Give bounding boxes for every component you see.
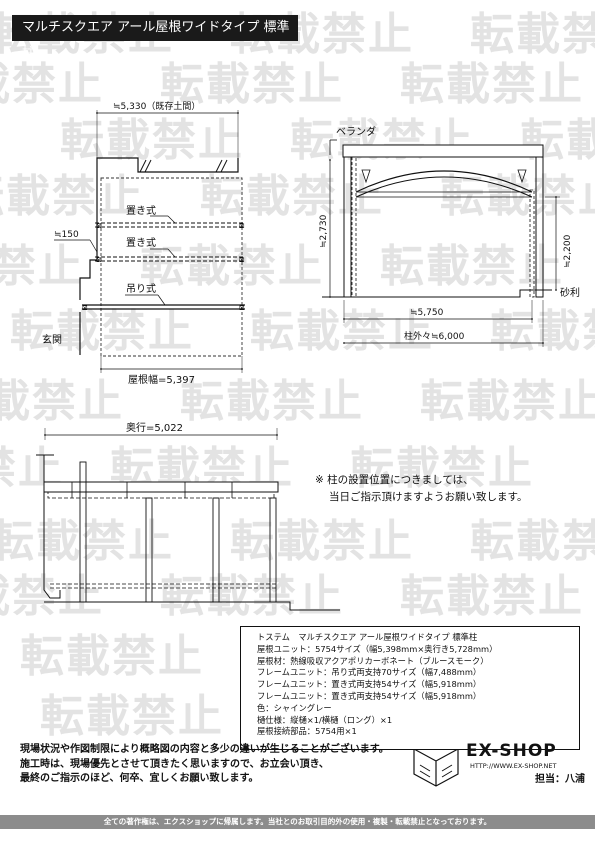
disclaimer-line: 現場状況や作図制限により概略図の内容と多少の違いが生じることがございます。 <box>20 744 389 755</box>
leader-line <box>157 294 166 306</box>
spec-line: フレームユニット：置き式両支持54サイズ（幅5,918mm） <box>257 679 482 690</box>
dim-offset-line <box>89 239 98 253</box>
veranda-beam <box>342 144 544 158</box>
label-gravel: 砂利 <box>560 286 580 299</box>
side-roof-frame <box>47 491 275 499</box>
side-post <box>212 497 220 603</box>
person-in-charge: 担当：八浦 <box>535 774 585 785</box>
side-post <box>145 497 153 603</box>
drawing-title: マルチスクエア アール屋根ワイドタイプ 標準柱 <box>12 15 298 61</box>
spec-box: トステム マルチスクエア アール屋根ワイドタイプ 標準柱 屋根ユニット：5754… <box>240 626 580 750</box>
brand-name: EX-SHOP <box>466 741 557 761</box>
side-view: 奥行=5,022 <box>36 421 340 611</box>
right-post <box>535 156 544 298</box>
dim-height-right: ≒2,200 <box>563 234 573 268</box>
leader-line <box>167 248 176 258</box>
side-wall <box>43 455 61 599</box>
label-veranda: ベランダ <box>336 125 376 138</box>
dim-roof-width-label: 屋根幅=5,397 <box>128 373 195 386</box>
ground-line <box>322 289 552 298</box>
post-position-note: ※ 柱の設置位置につきましては、 当日ご指示頂けますようお願い致します。 <box>315 472 527 506</box>
disclaimer-line: 施工時は、現場優先とさせて頂きたく思いますので、お立会い頂き、 <box>20 758 329 770</box>
spec-line: 色：シャイングレー <box>257 702 332 713</box>
post-mark: ⊠ <box>96 256 102 264</box>
spec-line: 屋根材：熱線吸収アクアポリカーボネート（ブルースモーク） <box>257 655 489 666</box>
copyright-footer: 全ての著作権は、エクスショップに帰属します。当社とのお取引目的外の使用・複製・転… <box>0 815 595 829</box>
disclaimer-line: 最終のご指示のほど、何卒、宜しくお願い致します。 <box>20 773 259 784</box>
plan-view: ⊠ ⊠ ⊠ ⊠ ⊠ ⊠ 置き式 置き式 吊り式 ≒5,330（既存土間） ≒15… <box>42 100 245 386</box>
spec-line: 屋根接続部品：5754用×1 <box>257 726 357 737</box>
dim-top-label: ≒5,330（既存土間） <box>113 100 200 112</box>
disclaimer: 現場状況や作図制限により概略図の内容と多少の違いが生じることがございます。 施工… <box>20 743 389 787</box>
arch-roof-inner <box>355 176 533 198</box>
side-post <box>269 497 277 603</box>
arch-roof-outer <box>355 170 533 193</box>
right-post-inner <box>529 189 535 298</box>
label-oki-2: 置き式 <box>126 236 156 249</box>
spec-line: トステム マルチスクエア アール屋根ワイドタイプ 標準柱 <box>257 632 478 642</box>
dim-post-outer: 柱外々≒6,000 <box>404 330 465 342</box>
hatch-mark <box>220 159 228 173</box>
hatch-mark <box>139 159 147 173</box>
left-post <box>343 156 352 298</box>
left-post-inner <box>351 156 357 298</box>
house-wall-outline <box>79 157 239 300</box>
spec-line: 屋根ユニット：5754サイズ（幅5,398mm×奥行き5,728mm） <box>257 643 498 654</box>
brand-url[interactable]: HTTP://WWW.EX-SHOP.NET <box>470 762 557 770</box>
dim-inner-width: ≒5,750 <box>410 308 444 318</box>
leader-line <box>167 215 176 224</box>
label-tsuri: 吊り式 <box>126 282 156 295</box>
hatch-mark <box>144 159 152 173</box>
label-entrance: 玄関 <box>42 333 62 346</box>
front-view: ベランダ ≒2,730 ≒2,200 砂利 ≒5,750 柱外々≒6,000 <box>319 125 580 347</box>
bracket-mark <box>361 169 371 184</box>
dim-height-left: ≒2,730 <box>319 214 329 248</box>
dim-offset-label: ≒150 <box>54 230 79 240</box>
bracket-mark <box>517 169 527 184</box>
side-ground <box>44 601 340 611</box>
post-mark: ⊠ <box>239 222 245 230</box>
roof-outline <box>100 177 243 357</box>
spec-line: 樋仕様：縦樋×1/横樋（ロング）×1 <box>257 714 393 725</box>
post-mark: ⊠ <box>96 222 102 230</box>
note-line-2: 当日ご指示頂けますようお願い致します。 <box>329 491 528 503</box>
spec-line: フレームユニット：置き式両支持54サイズ（幅5,918mm） <box>257 690 482 701</box>
dim-depth-label: 奥行=5,022 <box>126 421 183 434</box>
side-roof <box>43 481 279 493</box>
post-mark: ⊠ <box>239 304 245 312</box>
label-oki-1: 置き式 <box>126 204 156 217</box>
post-mark: ⊠ <box>239 256 245 264</box>
spec-line: フレームユニット：吊り式両支持70サイズ（幅7,488mm） <box>257 667 482 678</box>
note-line-1: ※ 柱の設置位置につきましては、 <box>315 474 474 486</box>
hatch-mark <box>215 159 223 173</box>
post-mark: ⊠ <box>82 304 88 312</box>
